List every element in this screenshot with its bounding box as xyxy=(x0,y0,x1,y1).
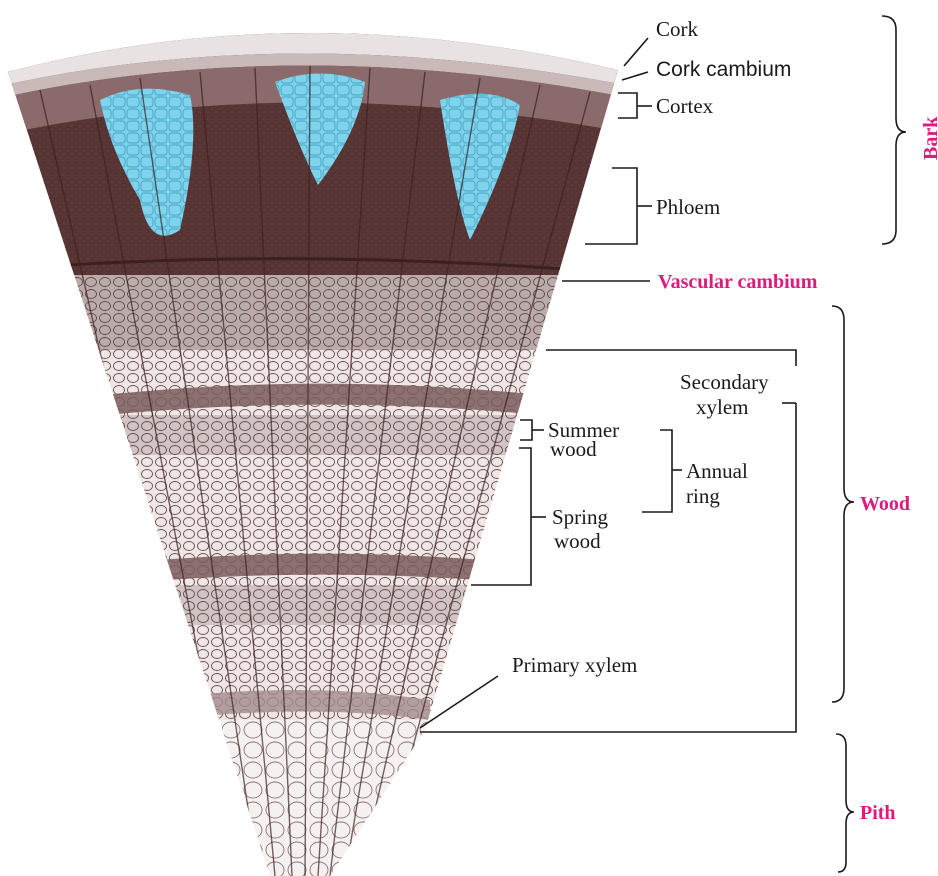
label-group-cortex: Cortex xyxy=(618,93,714,118)
label-group-vascular-cambium: Vascular cambium xyxy=(562,271,818,293)
label-phloem: Phloem xyxy=(656,195,720,219)
label-group-annual-ring: Annual ring xyxy=(642,430,748,512)
label-group-primary-xylem: Primary xylem xyxy=(420,653,637,728)
label-cork: Cork xyxy=(656,17,699,41)
label-spring-wood-line2: wood xyxy=(554,529,601,553)
pith-brace: Pith xyxy=(836,734,896,872)
label-annual-ring-line2: ring xyxy=(686,484,720,508)
label-summer-wood-line2: wood xyxy=(550,437,597,461)
label-vascular-cambium: Vascular cambium xyxy=(658,271,818,293)
tissue-section xyxy=(0,0,640,876)
label-annual-ring-line1: Annual xyxy=(686,459,748,483)
label-group-summer-wood: Summer wood xyxy=(520,418,619,461)
label-secondary-xylem-line2: xylem xyxy=(696,395,749,419)
region-wood-label: Wood xyxy=(860,493,910,515)
label-cork-cambium: Cork cambium xyxy=(656,58,791,81)
label-primary-xylem: Primary xylem xyxy=(512,653,637,677)
wood-brace: Wood xyxy=(832,306,910,702)
label-cortex: Cortex xyxy=(656,94,714,118)
label-secondary-xylem-line1: Secondary xyxy=(680,370,769,394)
label-spring-wood-line1: Spring xyxy=(552,505,609,529)
region-bark-label: Bark xyxy=(920,116,938,160)
label-group-cork-cambium: Cork cambium xyxy=(622,58,791,81)
bark-brace: Bark xyxy=(882,16,938,244)
region-pith-label: Pith xyxy=(860,802,896,824)
label-group-phloem: Phloem xyxy=(585,168,720,244)
